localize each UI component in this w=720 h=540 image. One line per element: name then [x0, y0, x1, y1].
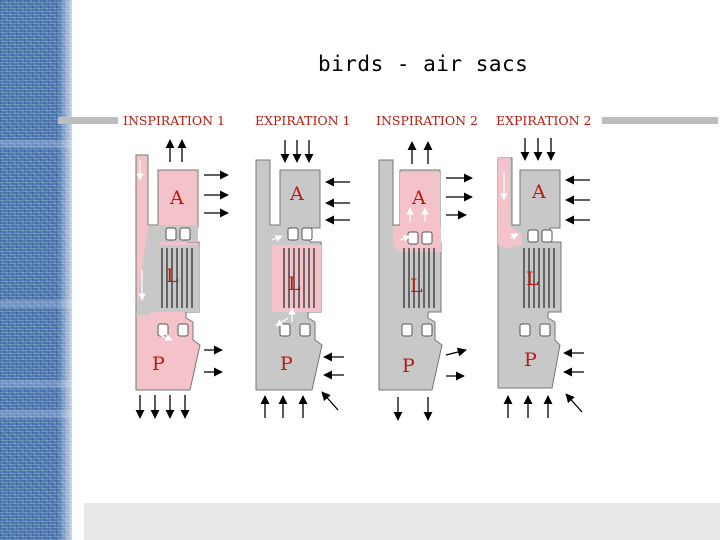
sac-label-a: A: [531, 181, 546, 203]
panel-heading-expiration-2: EXPIRATION 2: [493, 113, 595, 128]
sac-label-p: P: [524, 349, 537, 371]
sac-label-a: A: [411, 187, 426, 209]
sac-label-l: L: [288, 273, 301, 295]
sac-label-a: A: [169, 187, 184, 209]
sac-label-l: L: [526, 268, 539, 290]
sac-label-p: P: [280, 353, 293, 375]
panel-inspiration-1: A L P: [135, 139, 229, 419]
panel-expiration-2: A L P: [497, 138, 590, 418]
sac-label-a: A: [289, 183, 304, 205]
left-decorative-band: [0, 0, 72, 540]
panel-heading-expiration-1: EXPIRATION 1: [252, 113, 354, 128]
panel-inspiration-2: A L P: [378, 141, 473, 421]
sac-label-p: P: [152, 353, 165, 375]
sac-label-p: P: [402, 355, 415, 377]
page-title: birds - air sacs: [318, 52, 529, 76]
sac-label-l: L: [410, 275, 423, 297]
heading-rule-left: [58, 117, 118, 124]
panel-heading-inspiration-1: INSPIRATION 1: [120, 113, 228, 128]
sac-label-l: L: [166, 265, 179, 287]
panel-heading-inspiration-2: INSPIRATION 2: [373, 113, 481, 128]
panel-expiration-1: A L P: [255, 140, 350, 418]
heading-rule-right: [602, 117, 718, 124]
footer-bar: [84, 503, 720, 540]
